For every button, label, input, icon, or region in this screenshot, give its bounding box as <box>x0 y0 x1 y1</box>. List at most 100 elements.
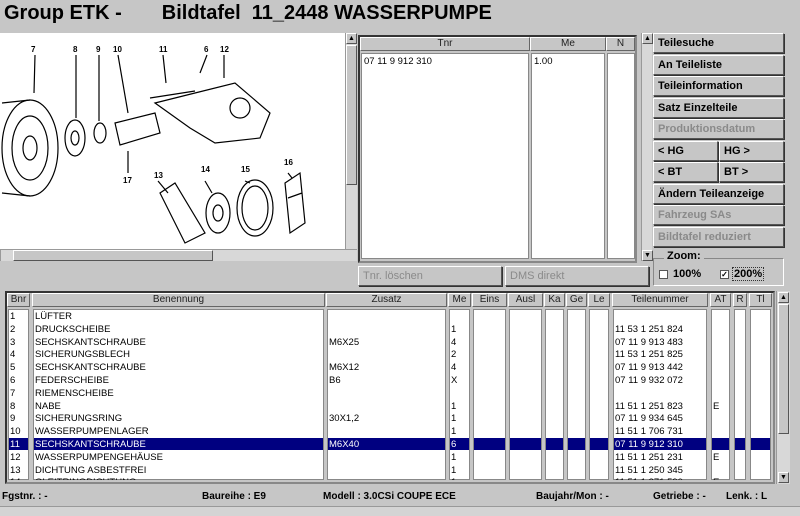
checkbox-100[interactable] <box>659 270 668 279</box>
column-header-le[interactable]: Le <box>588 293 610 307</box>
an-teileliste-button[interactable]: An Teileliste <box>653 55 784 75</box>
callout-6: 6 <box>204 45 209 54</box>
column-body <box>711 309 730 480</box>
table-row[interactable]: 14GLEITRINGDICHTUNG111 51 1 271 590E <box>7 476 773 480</box>
column-body <box>449 309 470 480</box>
drawing-vertical-scrollbar[interactable]: ▲ <box>345 33 357 249</box>
bt-prev-button[interactable]: < BT <box>653 162 718 182</box>
tnr-cell[interactable]: 07 11 9 912 310 <box>364 56 432 67</box>
bt-next-button[interactable]: BT > <box>719 162 784 182</box>
cell-me: 1 <box>449 476 456 480</box>
column-header-ge[interactable]: Ge <box>566 293 587 307</box>
cell-me: 4 <box>451 362 457 374</box>
column-header-tnr[interactable]: Tnr <box>360 37 530 51</box>
column-body <box>545 309 564 480</box>
scroll-up-icon[interactable]: ▲ <box>642 33 653 44</box>
hg-next-button[interactable]: HG > <box>719 141 784 161</box>
cell-tn: 11 51 1 251 823 <box>615 400 683 412</box>
column-header-benennung[interactable]: Benennung <box>32 293 325 307</box>
status-getriebe: Getriebe : - <box>653 491 706 502</box>
me-cell[interactable]: 1.00 <box>534 56 553 67</box>
scroll-up-icon[interactable]: ▲ <box>778 292 789 303</box>
column-header-me[interactable]: Me <box>530 37 606 51</box>
callout-17: 17 <box>123 176 132 185</box>
cell-me: 1 <box>451 413 457 425</box>
cell-me: 1 <box>451 464 457 476</box>
column-header-n[interactable]: N <box>606 37 635 51</box>
fahrzeug-sas-button[interactable]: Fahrzeug SAs <box>653 205 784 225</box>
cell-me: X <box>451 375 458 386</box>
column-header-r[interactable]: R <box>733 293 747 307</box>
callout-16: 16 <box>284 158 293 167</box>
dms-direkt-button[interactable]: DMS direkt <box>505 266 649 286</box>
tnr-loeschen-button[interactable]: Tnr. löschen <box>358 266 502 286</box>
parts-scrollbar[interactable]: ▲ ▼ <box>776 291 790 484</box>
column-header-tl[interactable]: Tl <box>749 293 772 307</box>
column-header-bnr[interactable]: Bnr <box>7 293 30 307</box>
scroll-thumb[interactable] <box>346 45 357 185</box>
cell-bnr: 13 <box>10 464 21 476</box>
cell-me: 1 <box>451 323 457 335</box>
checkbox-200-checked-icon[interactable]: ✓ <box>720 270 729 279</box>
scroll-thumb[interactable] <box>13 250 213 261</box>
teilesuche-button[interactable]: Teilesuche <box>653 33 784 53</box>
column-body <box>750 309 771 480</box>
column-body <box>473 309 506 480</box>
column-header-me[interactable]: Me <box>448 293 471 307</box>
column-body <box>567 309 586 480</box>
exploded-view-drawing <box>1 54 306 244</box>
cell-name: LÜFTER <box>35 311 72 322</box>
zoom-100-label: 100% <box>673 268 702 280</box>
column-header-eins[interactable]: Eins <box>472 293 507 307</box>
selection-highlight <box>510 438 541 450</box>
aendern-teileanzeige-button[interactable]: Ändern Teileanzeige <box>653 184 784 204</box>
scroll-down-icon[interactable]: ▼ <box>642 250 653 261</box>
parts-diagram[interactable]: 7 8 9 10 11 6 12 17 13 14 15 16 <box>0 33 345 249</box>
column-header-teilenummer[interactable]: Teilenummer <box>612 293 708 307</box>
scroll-thumb[interactable] <box>778 304 789 434</box>
teileinformation-button[interactable]: Teileinformation <box>653 76 784 96</box>
column-header-ka[interactable]: Ka <box>544 293 565 307</box>
cell-name: FEDERSCHEIBE <box>35 375 109 386</box>
cell-bnr: 5 <box>10 362 16 374</box>
satz-einzelteile-button[interactable]: Satz Einzelteile <box>653 98 784 118</box>
zoom-200-label: 200% <box>732 267 765 281</box>
column-header-at[interactable]: AT <box>710 293 731 307</box>
selection-highlight <box>751 438 770 450</box>
scroll-down-icon[interactable]: ▼ <box>778 472 789 483</box>
scroll-up-icon[interactable]: ▲ <box>346 33 357 44</box>
drawing-horizontal-scrollbar[interactable] <box>0 249 357 261</box>
callout-11: 11 <box>159 45 168 54</box>
column-body <box>33 309 324 480</box>
cell-bnr: 6 <box>10 375 16 386</box>
cell-name: SICHERUNGSBLECH <box>35 349 131 361</box>
cell-zusatz: B6 <box>329 375 341 386</box>
cell-tn: 07 11 9 913 442 <box>615 362 683 374</box>
cell-tn: 07 11 9 913 483 <box>615 336 683 348</box>
status-baureihe: Baureihe : E9 <box>202 491 266 502</box>
column-header-ausl[interactable]: Ausl <box>508 293 543 307</box>
produktionsdatum-button[interactable]: Produktionsdatum <box>653 119 784 139</box>
status-fgstnr: Fgstnr. : - <box>2 491 48 502</box>
side-scrollbar[interactable]: ▲ ▼ <box>641 33 653 261</box>
hg-prev-button[interactable]: < HG <box>653 141 718 161</box>
column-body <box>613 309 707 480</box>
zoom-100-option[interactable]: 100% <box>659 268 701 280</box>
bildtafel-reduziert-button[interactable]: Bildtafel reduziert <box>653 227 784 247</box>
zoom-200-option[interactable]: ✓ 200% <box>720 267 765 281</box>
column-header-zusatz[interactable]: Zusatz <box>326 293 447 307</box>
callout-7: 7 <box>31 45 36 54</box>
